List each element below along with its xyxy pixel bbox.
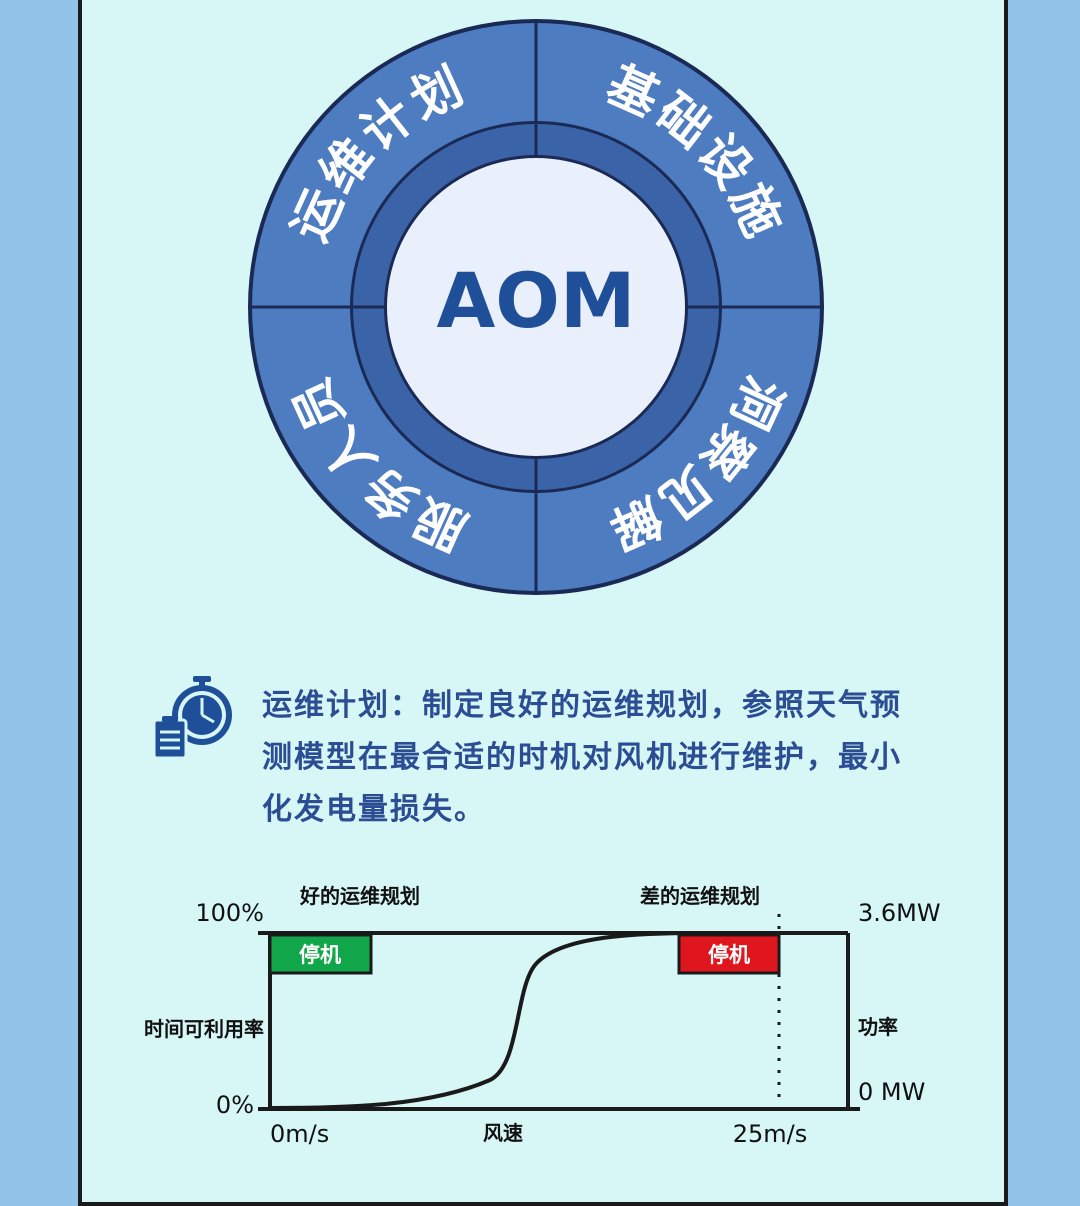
left-axis-title: 时间可利用率	[144, 1017, 264, 1041]
x-end-label: 25m/s	[733, 1120, 808, 1148]
availability-power-chart: 停机 停机 好的运维规划 差的运维规划 100% 时间可利用率 0% 3.6MW…	[144, 884, 941, 1148]
bad-stop-box	[677, 933, 781, 975]
x-start-label: 0m/s	[270, 1120, 329, 1148]
good-stop-label: 停机	[299, 943, 341, 967]
aom-center-label: AOM	[436, 256, 635, 345]
stopwatch-clipboard-icon	[152, 676, 232, 760]
left-bottom-label: 0%	[216, 1091, 254, 1119]
aom-wheel: AOM 运维计划 基础设施 洞察见解 服务人员	[248, 19, 824, 595]
left-top-label: 100%	[195, 899, 264, 927]
good-stop-box	[268, 933, 373, 975]
right-axis-title: 功率	[858, 1015, 898, 1039]
right-bottom-label: 0 MW	[858, 1078, 925, 1106]
bad-plan-label: 差的运维规划	[640, 884, 760, 908]
ops-plan-description: 运维计划：制定良好的运维规划，参照天气预测模型在最合适的时机对风机进行维护，最小…	[262, 688, 902, 827]
right-top-label: 3.6MW	[858, 899, 941, 927]
good-plan-label: 好的运维规划	[299, 884, 420, 908]
x-axis-title: 风速	[483, 1121, 523, 1145]
bad-stop-label: 停机	[708, 943, 750, 967]
power-curve	[271, 931, 848, 1110]
